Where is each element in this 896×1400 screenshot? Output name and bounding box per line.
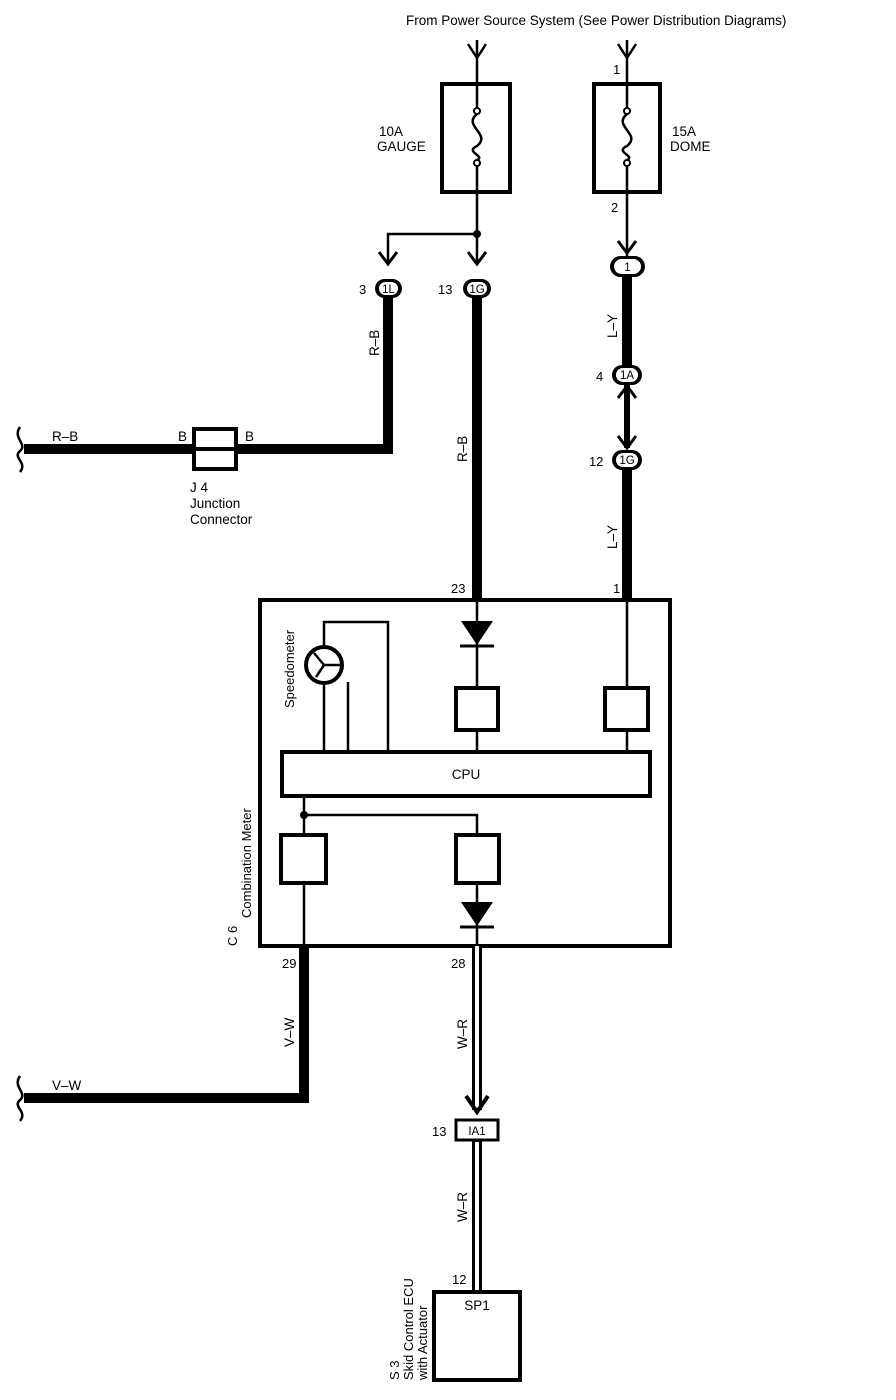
wr-upper-label: W–R [455, 1019, 470, 1049]
svg-text:IA1: IA1 [468, 1126, 485, 1138]
speedometer-label: Speedometer [282, 629, 297, 708]
dome-fuse [592, 82, 662, 194]
meter-inner-box-upper-right [603, 686, 650, 732]
meter-inner-box-lower-right [454, 833, 501, 885]
dome-fuse-rating: 15A [672, 124, 696, 139]
ly-upper-label: L–Y [605, 314, 620, 338]
connector-1L: 1L [375, 279, 402, 298]
meter-inner-box-upper-left [454, 686, 500, 732]
connector-1A-pin: 4 [596, 369, 603, 384]
connector-1G-top: 1G [463, 279, 491, 298]
arrow-into-1L [377, 251, 399, 267]
vw-left-label: V–W [52, 1078, 82, 1093]
junction-right-label: B [245, 429, 254, 444]
svg-text:1: 1 [624, 262, 630, 274]
connector-1G-dome: 1G [612, 450, 642, 470]
arrow-into-IA1 [464, 1094, 490, 1116]
svg-text:1L: 1L [382, 284, 395, 296]
gauge-fuse-rating: 10A [379, 124, 403, 139]
meter-splice-point [300, 811, 308, 819]
dome-fuse-pin-bottom: 2 [611, 200, 618, 215]
ly-lower-label: L–Y [605, 525, 620, 549]
meter-pin-ly: 1 [613, 581, 620, 596]
dome-fuse-pin-top: 1 [613, 62, 620, 77]
arrow-into-1G-top [466, 251, 488, 267]
junction-code: J 4 [190, 480, 209, 495]
connector-IA1: IA1 [454, 1118, 500, 1142]
ecu-terminal-label: SP1 [464, 1298, 490, 1313]
dome-input-arrow [616, 40, 638, 84]
junction-left-label: B [178, 429, 187, 444]
vw-wire-break-symbol [16, 1075, 24, 1122]
junction-name-line2: Connector [190, 512, 253, 527]
skid-control-ecu-box [432, 1290, 522, 1382]
vw-vertical-label: V–W [282, 1017, 297, 1047]
cpu-block [280, 750, 652, 798]
meter-code: C 6 [225, 926, 240, 946]
gauge-input-arrow [466, 40, 488, 84]
rb-main-label: R–B [455, 436, 470, 462]
meter-pin-rb: 23 [451, 581, 465, 596]
vw-wire [24, 946, 309, 1103]
meter-inner-box-lower-left [279, 833, 328, 885]
svg-text:1G: 1G [619, 455, 634, 467]
junction-name-line1: Junction [190, 496, 240, 511]
rb-wire-break-symbol [16, 426, 24, 473]
power-source-label: From Power Source System (See Power Dist… [406, 13, 786, 28]
connector-1A: 1A [612, 365, 642, 385]
svg-text:1G: 1G [469, 284, 484, 296]
ecu-code: S 3 [387, 1360, 402, 1380]
ecu-name-line2: with Actuator [415, 1305, 430, 1381]
rb-wire-left-label: R–B [52, 429, 78, 444]
meter-pin-vw: 29 [282, 956, 296, 971]
rb-wire-vertical-label: R–B [367, 330, 382, 356]
gauge-thin-wires [386, 192, 479, 262]
connector-1G-dome-pin: 12 [589, 454, 603, 469]
diode-lower [460, 902, 494, 929]
meter-pin-wr: 28 [451, 956, 465, 971]
gauge-fuse-name: GAUGE [377, 139, 426, 154]
dome-fuse-name: DOME [670, 139, 711, 154]
meter-name: Combination Meter [239, 808, 254, 918]
connector-dome-1: 1 [610, 256, 645, 277]
speedometer-gauge-icon [304, 645, 344, 685]
meter-inner-wiring [302, 600, 629, 946]
cpu-label: CPU [452, 767, 481, 782]
connector-1G-top-pin: 13 [438, 282, 452, 297]
ecu-pin: 12 [452, 1272, 466, 1287]
arrow-into-dome-1 [616, 240, 638, 256]
wr-lower-label: W–R [455, 1192, 470, 1222]
rb-wire-branch [24, 298, 393, 454]
junction-connector-j4 [192, 427, 238, 471]
diode-upper [460, 621, 494, 648]
connector-1L-pin: 3 [359, 282, 366, 297]
ly-mid-wire [616, 383, 638, 451]
ecu-name-line1: Skid Control ECU [401, 1278, 416, 1380]
connector-IA1-pin: 13 [432, 1124, 446, 1139]
splice-point [473, 230, 481, 238]
gauge-fuse [440, 82, 512, 194]
svg-text:1A: 1A [620, 370, 634, 382]
